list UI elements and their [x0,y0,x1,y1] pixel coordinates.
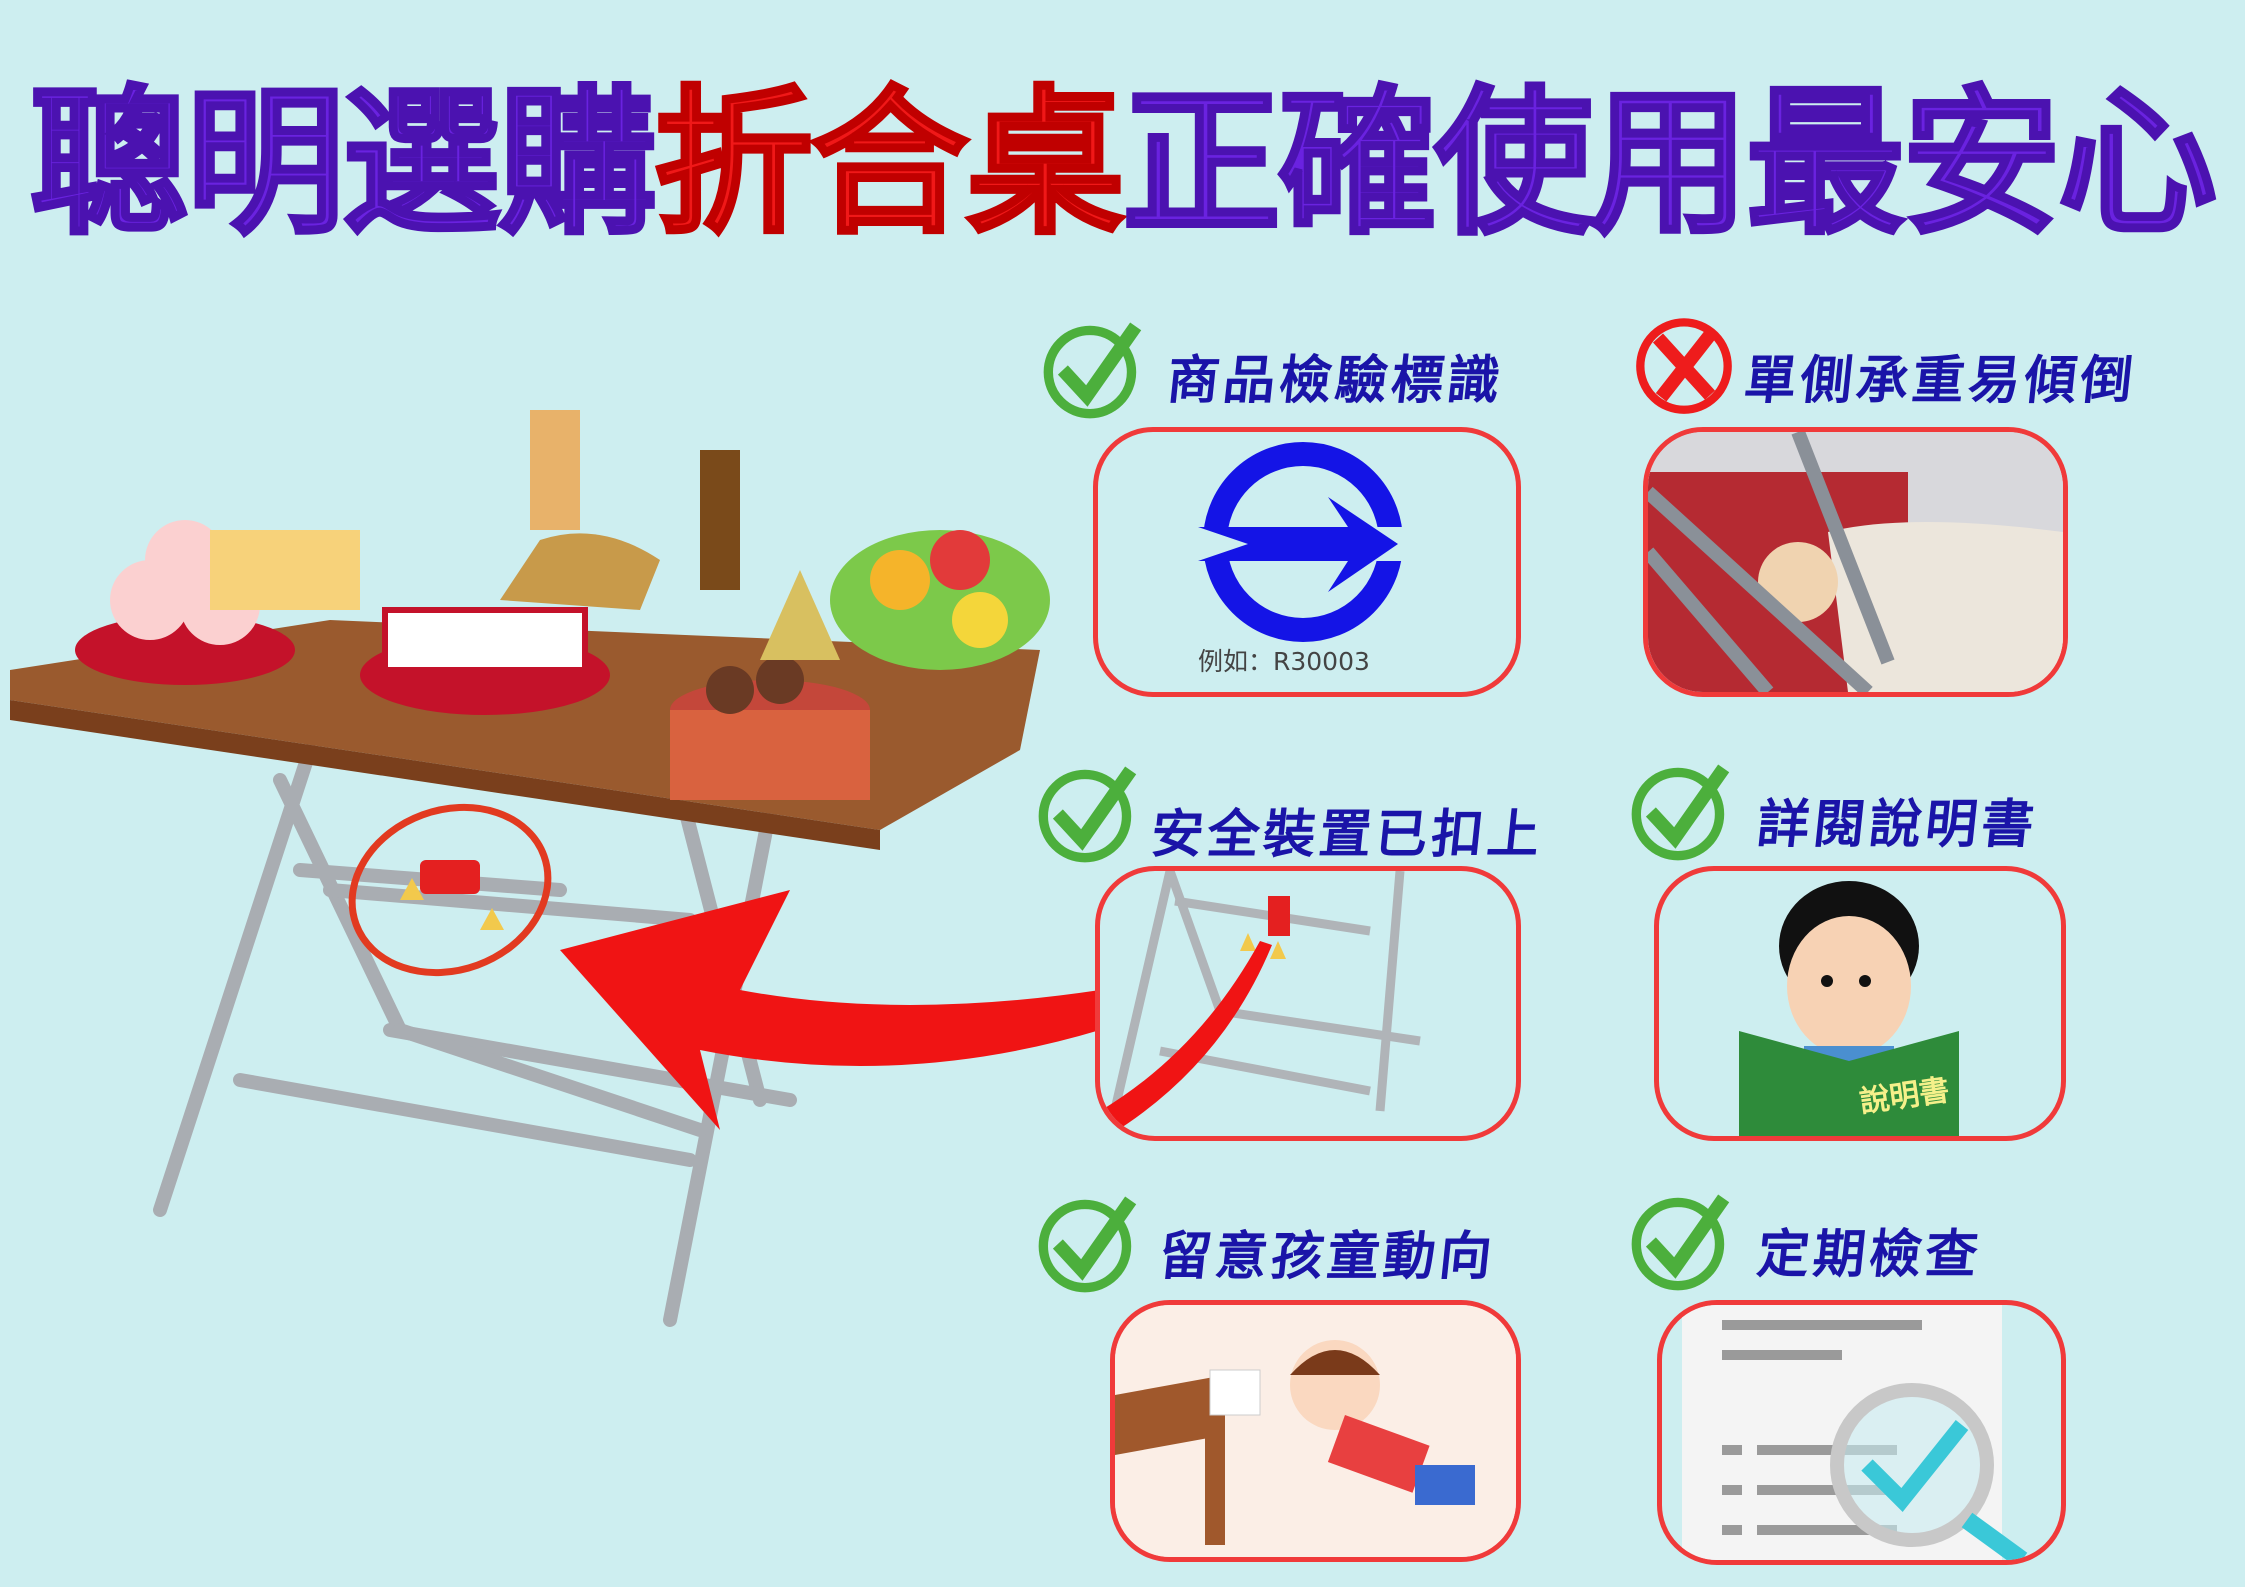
check-icon [1038,766,1137,863]
inspection-mark-image: 例如：R30003 [1093,427,1521,697]
tipping-table-photo [1643,427,2068,697]
item-label: 定期檢查 [1754,1225,1985,1285]
title-part-2: 折合桌 [653,72,1127,256]
page-title: 聰明選購折合桌正確使用最安心 [0,83,2245,245]
item-label: 安全裝置已扣上 [1148,805,1547,865]
roast-chicken [500,533,660,610]
child-safety-image [1110,1300,1521,1562]
check-icon [1631,1194,1730,1291]
wine-bottle [700,450,740,590]
check-icon [1043,322,1142,419]
peach-bun-plate [75,615,295,685]
incense [530,410,580,530]
item-label: 留意孩童動向 [1156,1227,1499,1287]
item-label: 商品檢驗標識 [1164,351,1507,411]
cake-boxes [210,530,360,610]
item-label: 詳閱說明書 [1754,795,2041,855]
title-part-3: 正確使用最安心 [1121,72,2219,256]
example-caption: 例如：R30003 [1198,647,1370,676]
safety-latch-image [1095,866,1521,1141]
red-arrow-icon [560,890,1100,1130]
inspection-checklist-image [1657,1300,2066,1565]
title-part-1: 聰明選購 [29,72,659,256]
check-icon [1038,1196,1137,1293]
safety-clip [420,860,480,894]
folding-table-illustration [10,410,1100,1327]
cross-icon [1636,318,1732,414]
item-label: 單側承重易傾倒 [1741,351,2140,411]
check-icon [1631,764,1730,861]
reading-manual-image: 說明書 [1654,866,2066,1141]
bsmi-mark-icon [1188,442,1418,642]
highlight-circle [348,803,552,977]
